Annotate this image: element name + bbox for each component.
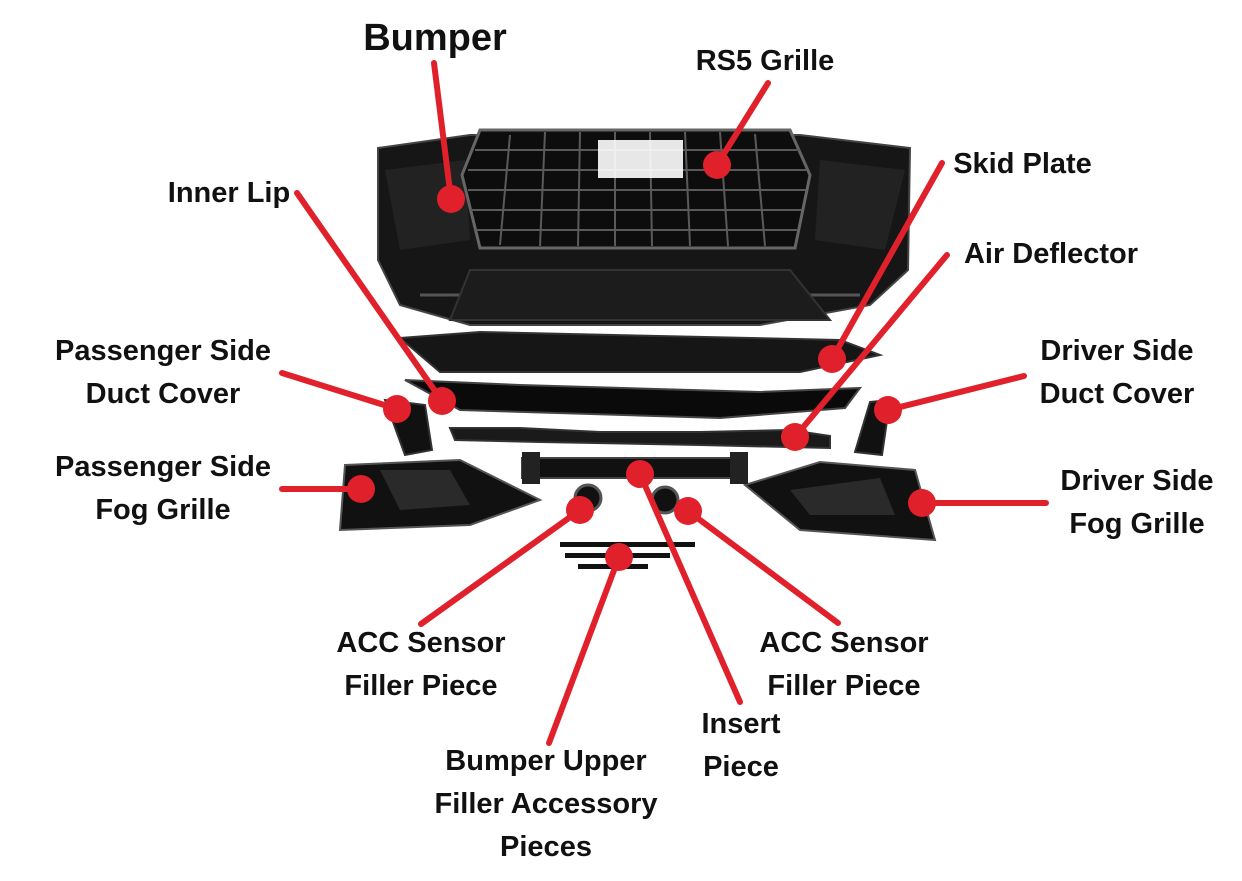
callout-dot-upper-filler [605,543,633,571]
label-inner-lip: Inner Lip [167,177,291,209]
label-bumper: Bumper [363,17,507,59]
callout-line-bumper [431,60,454,202]
label-driver-fog-grille: Driver Side Fog Grille [1060,465,1214,540]
callout-dot-air-deflector [781,423,809,451]
callout-line-insert [637,471,743,705]
callout-line-inner-lip [294,190,445,404]
callout-dot-acc-right [674,497,702,525]
label-driver-duct-cover: Driver Side Duct Cover [1039,335,1195,410]
label-upper-filler: Bumper Upper Filler Accessory Pieces [434,745,658,863]
callout-dot-inner-lip [428,387,456,415]
callout-line-acc-right [685,508,841,626]
label-skid-plate: Skid Plate [953,148,1092,180]
label-acc-sensor-left: ACC Sensor Filler Piece [336,627,506,702]
skid-plate [397,330,884,373]
label-acc-sensor-right: ACC Sensor Filler Piece [759,627,929,702]
air-deflector [448,427,831,450]
callout-dot-passenger-fog [347,475,375,503]
callout-dot-driver-fog [908,489,936,517]
callout-line-upper-filler [546,554,622,746]
inner-lip [404,379,863,420]
callout-line-driver-duct [885,373,1027,413]
callout-dot-rs5-grille [703,151,731,179]
label-rs5-grille: RS5 Grille [695,45,835,77]
callout-line-acc-left [418,507,583,627]
callout-line-skid-plate [829,160,945,362]
callout-dot-insert [626,460,654,488]
label-passenger-fog-grille: Passenger Side Fog Grille [55,451,271,526]
callout-dot-bumper [437,185,465,213]
label-passenger-duct-cover: Passenger Side Duct Cover [55,335,271,410]
upper-filler-strip-1 [560,542,695,547]
callout-dot-driver-duct [874,396,902,424]
callout-dot-passenger-duct [383,395,411,423]
label-air-deflector: Air Deflector [963,238,1139,270]
callout-dot-acc-left [566,496,594,524]
callout-dot-skid-plate [818,345,846,373]
callout-line-air-deflector [792,252,950,440]
label-insert-piece: Insert Piece [701,708,781,783]
rs5-grille [460,128,812,250]
callout-line-rs5-grille [714,80,771,168]
callout-line-passenger-duct [279,370,400,412]
